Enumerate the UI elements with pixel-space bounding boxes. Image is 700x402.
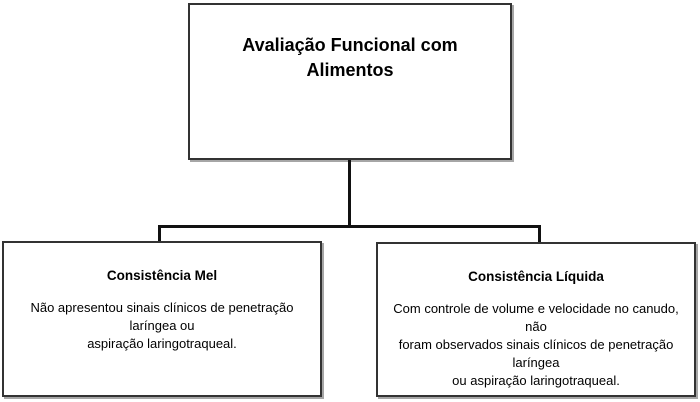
connector-root-vertical-line <box>348 160 351 226</box>
connector-horizontal-line <box>158 225 541 228</box>
child-node-body-text: Não apresentou sinais clínicos de penetr… <box>30 300 294 351</box>
child-node-body-text: Com controle de volume e velocidade no c… <box>393 301 679 388</box>
connector-left-branch-line <box>158 228 161 242</box>
child-node-heading: Consistência Líquida <box>468 269 604 284</box>
child-node-heading: Consistência Mel <box>106 268 218 283</box>
root-node-title: Avaliação Funcional com Alimentos <box>242 35 458 80</box>
connector-right-branch-line <box>538 228 541 242</box>
child-node-consistencia-mel: Consistência Mel Não apresentou sinais c… <box>2 241 322 397</box>
root-node-avaliacao-funcional: Avaliação Funcional com Alimentos <box>188 3 512 160</box>
child-node-consistencia-liquida: Consistência Líquida Com controle de vol… <box>376 242 696 397</box>
